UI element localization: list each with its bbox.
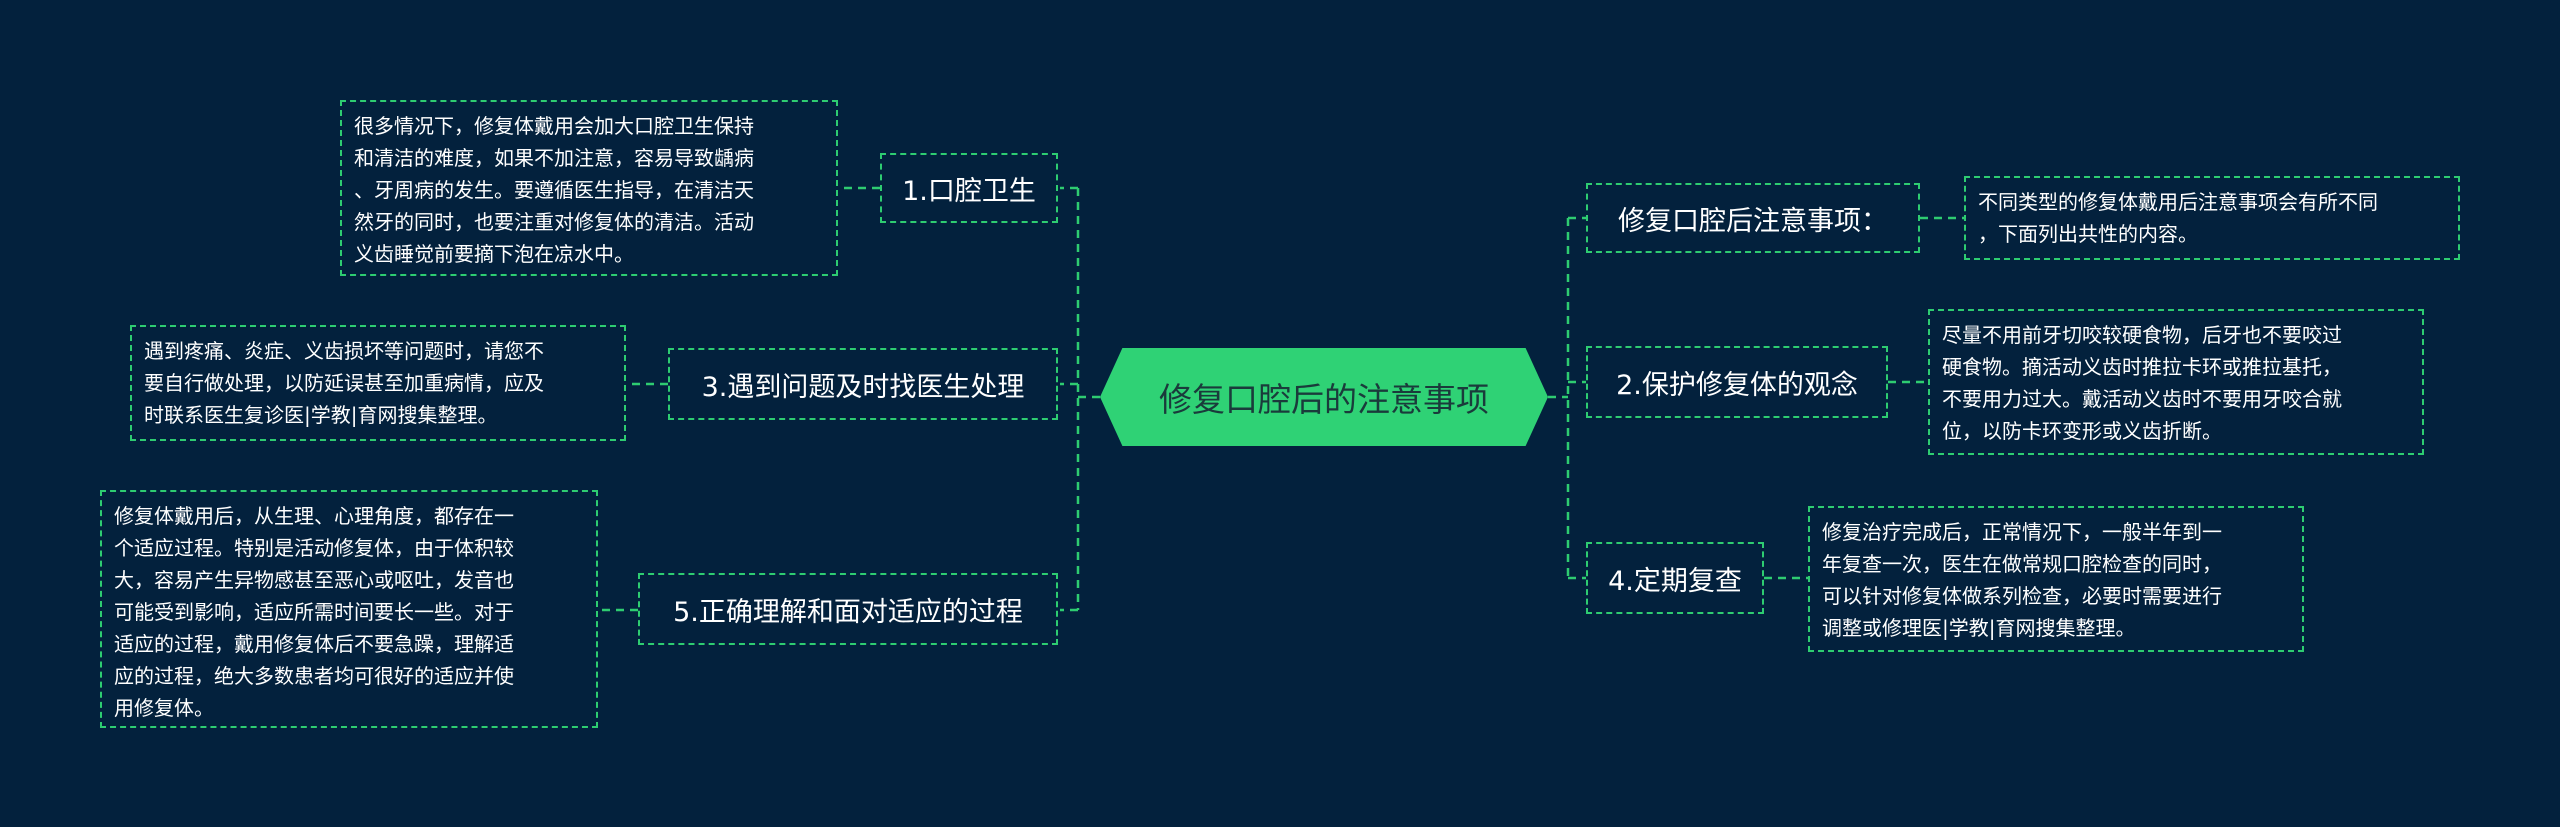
- central-topic-label: 修复口腔后的注意事项: [1159, 380, 1489, 419]
- note-line: 修复体戴用后，从生理、心理角度，都存在一: [114, 504, 514, 528]
- note-line: 遇到疼痛、炎症、义齿损坏等问题时，请您不: [144, 339, 544, 363]
- note-line: 个适应过程。特别是活动修复体，由于体积较: [114, 536, 514, 560]
- note-line: 年复查一次，医生在做常规口腔检查的同时，: [1822, 552, 2222, 576]
- central-topic[interactable]: 修复口腔后的注意事项: [1100, 348, 1548, 446]
- topic-precautions-intro[interactable]: 修复口腔后注意事项：: [1586, 183, 1920, 253]
- note-line: ，下面列出共性的内容。: [1978, 222, 2198, 246]
- note-line: 很多情况下，修复体戴用会加大口腔卫生保持: [354, 114, 754, 138]
- note-line: 可能受到影响，适应所需时间要长一些。对于: [114, 600, 514, 624]
- note-line: 位，以防卡环变形或义齿折断。: [1942, 419, 2222, 443]
- topic-protect-restoration[interactable]: 2.保护修复体的观念: [1586, 346, 1888, 418]
- note-line: 时联系医生复诊医|学教|育网搜集整理。: [144, 403, 498, 427]
- note-seek-doctor: 遇到疼痛、炎症、义齿损坏等问题时，请您不 要自行做处理，以防延误甚至加重病情，应…: [130, 325, 626, 441]
- topic-label: 3.遇到问题及时找医生处理: [701, 371, 1025, 403]
- note-line: 不要用力过大。戴活动义齿时不要用牙咬合就: [1942, 387, 2342, 411]
- note-text: 很多情况下，修复体戴用会加大口腔卫生保持 和清洁的难度，如果不加注意，容易导致龋…: [354, 110, 754, 270]
- note-adaptation: 修复体戴用后，从生理、心理角度，都存在一 个适应过程。特别是活动修复体，由于体积…: [100, 490, 598, 728]
- note-line: 适应的过程，戴用修复体后不要急躁，理解适: [114, 632, 514, 656]
- note-regular-checkup: 修复治疗完成后，正常情况下，一般半年到一 年复查一次，医生在做常规口腔检查的同时…: [1808, 506, 2304, 652]
- topic-regular-checkup[interactable]: 4.定期复查: [1586, 542, 1764, 614]
- note-line: 修复治疗完成后，正常情况下，一般半年到一: [1822, 520, 2222, 544]
- note-text: 尽量不用前牙切咬较硬食物，后牙也不要咬过 硬食物。摘活动义齿时推拉卡环或推拉基托…: [1942, 319, 2342, 447]
- note-line: 要自行做处理，以防延误甚至加重病情，应及: [144, 371, 544, 395]
- topic-label: 2.保护修复体的观念: [1616, 369, 1858, 401]
- topic-label: 4.定期复查: [1608, 565, 1742, 597]
- note-line: 硬食物。摘活动义齿时推拉卡环或推拉基托，: [1942, 355, 2342, 379]
- topic-seek-doctor[interactable]: 3.遇到问题及时找医生处理: [668, 348, 1058, 420]
- note-line: 调整或修理医|学教|育网搜集整理。: [1822, 616, 2136, 640]
- note-oral-hygiene: 很多情况下，修复体戴用会加大口腔卫生保持 和清洁的难度，如果不加注意，容易导致龋…: [340, 100, 838, 276]
- note-text: 不同类型的修复体戴用后注意事项会有所不同 ，下面列出共性的内容。: [1978, 186, 2378, 250]
- note-line: 可以针对修复体做系列检查，必要时需要进行: [1822, 584, 2222, 608]
- topic-label: 5.正确理解和面对适应的过程: [673, 596, 1023, 628]
- note-line: 尽量不用前牙切咬较硬食物，后牙也不要咬过: [1942, 323, 2342, 347]
- note-line: 不同类型的修复体戴用后注意事项会有所不同: [1978, 190, 2378, 214]
- note-text: 遇到疼痛、炎症、义齿损坏等问题时，请您不 要自行做处理，以防延误甚至加重病情，应…: [144, 335, 544, 431]
- topic-label: 1.口腔卫生: [902, 175, 1036, 207]
- note-text: 修复治疗完成后，正常情况下，一般半年到一 年复查一次，医生在做常规口腔检查的同时…: [1822, 516, 2222, 644]
- note-line: 、牙周病的发生。要遵循医生指导，在清洁天: [354, 178, 754, 202]
- topic-oral-hygiene[interactable]: 1.口腔卫生: [880, 153, 1058, 223]
- note-text: 修复体戴用后，从生理、心理角度，都存在一 个适应过程。特别是活动修复体，由于体积…: [114, 500, 514, 724]
- note-line: 和清洁的难度，如果不加注意，容易导致龋病: [354, 146, 754, 170]
- note-protect-restoration: 尽量不用前牙切咬较硬食物，后牙也不要咬过 硬食物。摘活动义齿时推拉卡环或推拉基托…: [1928, 309, 2424, 455]
- note-line: 义齿睡觉前要摘下泡在凉水中。: [354, 242, 634, 266]
- note-line: 大，容易产生异物感甚至恶心或呕吐，发音也: [114, 568, 514, 592]
- note-line: 应的过程，绝大多数患者均可很好的适应并使: [114, 664, 514, 688]
- topic-label: 修复口腔后注意事项：: [1618, 205, 1888, 237]
- note-line: 用修复体。: [114, 696, 214, 720]
- note-precautions-intro: 不同类型的修复体戴用后注意事项会有所不同 ，下面列出共性的内容。: [1964, 176, 2460, 260]
- note-line: 然牙的同时，也要注重对修复体的清洁。活动: [354, 210, 754, 234]
- topic-adaptation[interactable]: 5.正确理解和面对适应的过程: [638, 573, 1058, 645]
